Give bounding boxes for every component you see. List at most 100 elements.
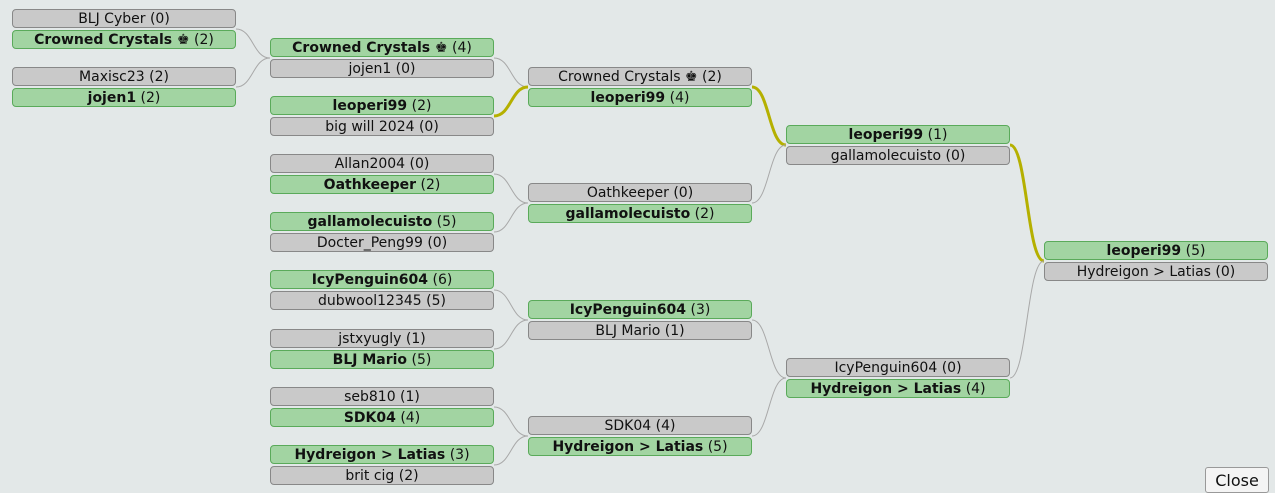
champion-path-connector [1009,143,1045,263]
team-slot[interactable]: leoperi99 (5) [1044,241,1268,260]
team-slot[interactable]: seb810 (1) [270,387,494,406]
team-name: Crowned Crystals ♚ [292,40,448,56]
team-name: Hydreigon > Latias [294,447,446,463]
team-slot[interactable]: jstxyugly (1) [270,329,494,348]
bracket-connector [235,57,271,88]
bracket-connector [235,28,271,59]
team-name: gallamolecuisto [307,214,433,230]
team-score: (0) [1210,264,1236,280]
close-button[interactable]: Close [1205,467,1269,493]
team-score: (1) [401,331,426,347]
team-slot[interactable]: gallamolecuisto (5) [270,212,494,231]
team-slot[interactable]: IcyPenguin604 (6) [270,270,494,289]
team-slot[interactable]: leoperi99 (1) [786,125,1010,144]
team-slot[interactable]: Crowned Crystals ♚ (4) [270,38,494,57]
match-r3-m2: Oathkeeper (0) gallamolecuisto (2) [528,183,752,225]
team-slot[interactable]: Crowned Crystals ♚ (2) [528,67,752,86]
team-score: (0) [668,185,694,201]
bracket-connector [1009,260,1045,379]
team-slot[interactable]: leoperi99 (4) [528,88,752,107]
team-slot[interactable]: Hydreigon > Latias (5) [528,437,752,456]
team-name: leoperi99 [332,98,408,114]
team-slot[interactable]: Oathkeeper (0) [528,183,752,202]
bracket-connector [493,435,529,466]
team-score: (4) [395,410,421,426]
team-name: gallamolecuisto [830,148,942,164]
team-score: (2) [144,69,169,85]
team-score: (4) [665,90,690,106]
team-score: (0) [937,360,962,376]
team-score: (2) [690,206,715,222]
team-slot[interactable]: Hydreigon > Latias (0) [1044,262,1268,281]
match-r5-m1: leoperi99 (5) Hydreigon > Latias (0) [1044,241,1268,283]
team-name: brit cig [345,468,395,484]
team-slot[interactable]: BLJ Mario (5) [270,350,494,369]
team-score: (1) [660,323,685,339]
team-slot[interactable]: jojen1 (2) [12,88,236,107]
team-slot[interactable]: Hydreigon > Latias (3) [270,445,494,464]
team-score: (4) [447,40,472,56]
team-slot[interactable]: dubwool12345 (5) [270,291,494,310]
team-slot[interactable]: Docter_Peng99 (0) [270,233,494,252]
team-name: Oathkeeper [586,185,669,201]
team-score: (0) [422,235,448,251]
team-slot[interactable]: SDK04 (4) [528,416,752,435]
team-score: (1) [923,127,948,143]
team-score: (0) [941,148,966,164]
match-r3-m1: Crowned Crystals ♚ (2) leoperi99 (4) [528,67,752,109]
team-name: jojen1 [87,90,137,106]
team-name: Docter_Peng99 [316,235,423,251]
team-slot[interactable]: IcyPenguin604 (0) [786,358,1010,377]
team-slot[interactable]: Allan2004 (0) [270,154,494,173]
team-name: jstxyugly [338,331,402,347]
match-r2-m3: Allan2004 (0) Oathkeeper (2) [270,154,494,196]
bracket-connector [751,377,787,437]
match-r3-m3: IcyPenguin604 (3) BLJ Mario (1) [528,300,752,342]
team-slot[interactable]: Crowned Crystals ♚ (2) [12,30,236,49]
match-r2-m5: IcyPenguin604 (6) dubwool12345 (5) [270,270,494,312]
team-slot[interactable]: leoperi99 (2) [270,96,494,115]
match-r2-m1: Crowned Crystals ♚ (4) jojen1 (0) [270,38,494,80]
team-slot[interactable]: IcyPenguin604 (3) [528,300,752,319]
team-score: (5) [421,293,446,309]
team-name: SDK04 [343,410,396,426]
team-name: Oathkeeper [323,177,417,193]
team-name: jojen1 [348,61,392,77]
team-slot[interactable]: Hydreigon > Latias (4) [786,379,1010,398]
team-slot[interactable]: gallamolecuisto (2) [528,204,752,223]
match-r2-m2: leoperi99 (2) big will 2024 (0) [270,96,494,138]
team-score: (2) [136,90,161,106]
team-slot[interactable]: SDK04 (4) [270,408,494,427]
team-name: IcyPenguin604 [569,302,687,318]
team-score: (4) [651,418,676,434]
team-slot[interactable]: gallamolecuisto (0) [786,146,1010,165]
match-r3-m4: SDK04 (4) Hydreigon > Latias (5) [528,416,752,458]
bracket-connector [751,144,787,204]
bracket-connector [493,289,529,321]
bracket-connector [751,319,787,379]
team-name: Crowned Crystals ♚ [558,69,698,85]
team-slot[interactable]: jojen1 (0) [270,59,494,78]
team-score: (1) [395,389,420,405]
team-score: (0) [391,61,416,77]
team-score: (5) [703,439,728,455]
team-name: Hydreigon > Latias [1076,264,1211,280]
team-name: BLJ Mario [332,352,408,368]
team-slot[interactable]: Maxisc23 (2) [12,67,236,86]
team-name: seb810 [344,389,396,405]
match-r2-m7: seb810 (1) SDK04 (4) [270,387,494,429]
team-name: IcyPenguin604 [834,360,938,376]
team-slot[interactable]: Oathkeeper (2) [270,175,494,194]
team-slot[interactable]: BLJ Mario (1) [528,321,752,340]
team-name: Hydreigon > Latias [552,439,704,455]
team-score: (5) [407,352,432,368]
team-name: Hydreigon > Latias [810,381,962,397]
bracket-connector [493,57,529,88]
team-score: (5) [432,214,457,230]
team-score: (0) [414,119,439,135]
team-slot[interactable]: BLJ Cyber (0) [12,9,236,28]
team-name: leoperi99 [848,127,924,143]
team-slot[interactable]: big will 2024 (0) [270,117,494,136]
team-slot[interactable]: brit cig (2) [270,466,494,485]
